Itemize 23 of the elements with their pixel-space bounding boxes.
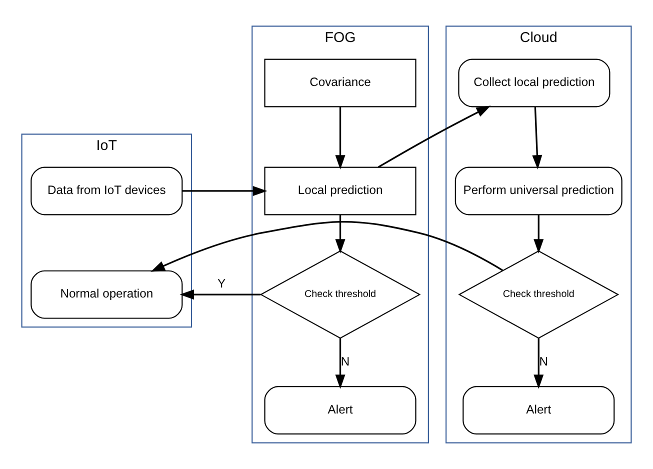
node-diamond: Check threshold [260, 250, 421, 339]
arrow [335, 338, 346, 389]
arrow [378, 106, 491, 168]
node-box: Normal operation [30, 270, 183, 319]
arrow [180, 290, 261, 300]
arrow [532, 107, 542, 170]
node-box: Perform universal prediction [454, 166, 622, 216]
node-box: Collect local prediction [458, 58, 610, 108]
arrow [335, 215, 346, 254]
arrow [182, 186, 268, 196]
node-box: Alert [264, 386, 416, 434]
arrow [534, 338, 544, 389]
arrow [534, 215, 544, 254]
node-box: Covariance [264, 58, 416, 108]
node-box: Alert [462, 386, 615, 434]
node-diamond: Check threshold [458, 250, 620, 339]
edge-label: N [340, 354, 350, 368]
arrow [335, 107, 346, 170]
arrow [150, 221, 503, 272]
node-box: Local prediction [264, 166, 416, 216]
edge-label: N [539, 354, 548, 368]
edge-label: Y [217, 276, 226, 291]
node-box: Data from IoT devices [30, 166, 183, 216]
